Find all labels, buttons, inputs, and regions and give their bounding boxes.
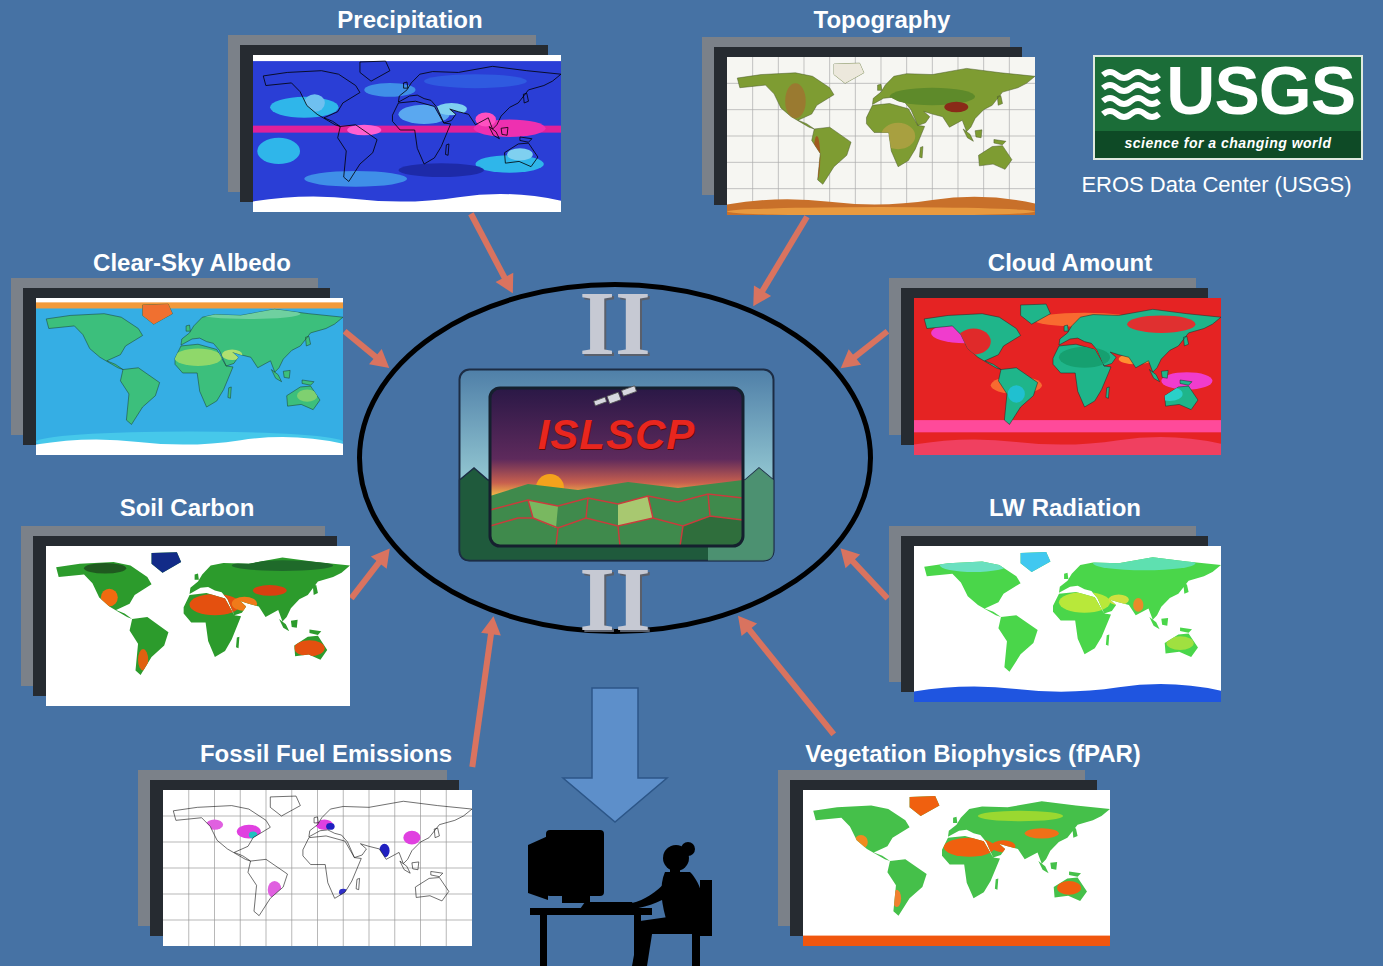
global-map — [914, 546, 1221, 702]
logo-wordmark-holder: USGS — [1166, 56, 1355, 124]
logo-title: ISLSCP — [538, 414, 696, 456]
arrow-shaft — [472, 632, 491, 767]
arrow-head — [840, 548, 860, 568]
arrow-head — [371, 548, 390, 568]
arrow-head — [496, 273, 514, 294]
data-flow-arrow — [345, 331, 390, 368]
data-flow-arrow — [738, 616, 834, 735]
panel-heading-holder: Clear-Sky Albedo — [93, 249, 291, 277]
project-logo: ISLSCP — [458, 368, 775, 562]
user-at-computer-silhouette — [528, 830, 712, 966]
output-arrow — [563, 688, 667, 822]
dataset-panel: Soil Carbon — [21, 490, 350, 706]
panel-heading-holder: Soil Carbon — [120, 494, 255, 522]
panel-heading: Clear-Sky Albedo — [93, 249, 291, 277]
arrow-shaft — [851, 560, 887, 599]
data-flow-arrow — [840, 548, 887, 598]
dataset-panel: Fossil Fuel Emissions — [138, 736, 472, 946]
usgs-logo: USGS science for a changing worldEROS Dat… — [1055, 52, 1378, 202]
panel-heading-holder: LW Radiation — [989, 494, 1141, 522]
global-map — [46, 546, 350, 706]
roman-numeral: II — [579, 277, 651, 369]
dataset-panel: Cloud Amount — [889, 245, 1221, 455]
panel-heading: Cloud Amount — [988, 249, 1152, 277]
dataset-panel: Vegetation Biophysics (fPAR) — [778, 736, 1143, 946]
panel-heading-holder: Precipitation — [337, 6, 482, 34]
project-ring: IIIIISLSCP — [357, 282, 873, 634]
panel-heading-holder: Topography — [814, 6, 951, 34]
logo-wordmark: USGS — [1166, 56, 1355, 124]
panel-heading-holder: Fossil Fuel Emissions — [200, 740, 452, 768]
global-map — [163, 790, 472, 946]
arrow-head — [841, 349, 861, 368]
global-map — [727, 57, 1035, 215]
panel-heading: LW Radiation — [989, 494, 1141, 522]
roman-numeral-holder: II — [579, 553, 651, 645]
panel-heading: Fossil Fuel Emissions — [200, 740, 452, 768]
panel-heading-holder: Vegetation Biophysics (fPAR) — [805, 740, 1141, 768]
roman-numeral: II — [579, 553, 651, 645]
arrow-shaft — [351, 561, 380, 598]
data-flow-arrow — [472, 616, 501, 767]
arrow-head — [738, 616, 757, 636]
panel-heading: Vegetation Biophysics (fPAR) — [805, 740, 1141, 768]
arrow-shaft — [853, 331, 887, 358]
global-map — [36, 298, 343, 455]
global-map — [803, 790, 1110, 946]
roman-numeral-holder: II — [579, 277, 651, 369]
global-map — [914, 298, 1221, 455]
arrow-shaft — [748, 628, 834, 734]
arrow-shaft — [761, 217, 806, 293]
logo-title-holder: ISLSCP — [538, 414, 696, 456]
arrow-head — [369, 349, 389, 368]
dataset-panel: Clear-Sky Albedo — [11, 245, 343, 455]
dataset-panel: Precipitation — [228, 2, 561, 212]
data-flow-arrow — [753, 217, 807, 306]
logo-tagline: science for a changing world — [1125, 135, 1332, 151]
arrow-head — [753, 286, 771, 307]
logo-caption-holder: EROS Data Center (USGS) — [1081, 172, 1351, 198]
data-flow-arrow — [351, 548, 390, 598]
panel-heading: Topography — [814, 6, 951, 34]
global-map — [253, 55, 561, 212]
dataset-panel: LW Radiation — [889, 490, 1221, 702]
logo-tagline-holder: science for a changing world — [1125, 134, 1332, 152]
data-flow-arrow — [841, 331, 888, 368]
panel-heading-holder: Cloud Amount — [988, 249, 1152, 277]
panel-heading: Soil Carbon — [120, 494, 255, 522]
dataset-panel: Topography — [702, 2, 1035, 215]
arrow-shaft — [471, 214, 505, 279]
data-flow-arrow — [471, 214, 513, 294]
panel-heading: Precipitation — [337, 6, 482, 34]
arrow-head — [481, 616, 501, 635]
logo-artwork — [458, 368, 775, 562]
logo-caption: EROS Data Center (USGS) — [1081, 172, 1351, 198]
arrow-shaft — [345, 331, 377, 358]
